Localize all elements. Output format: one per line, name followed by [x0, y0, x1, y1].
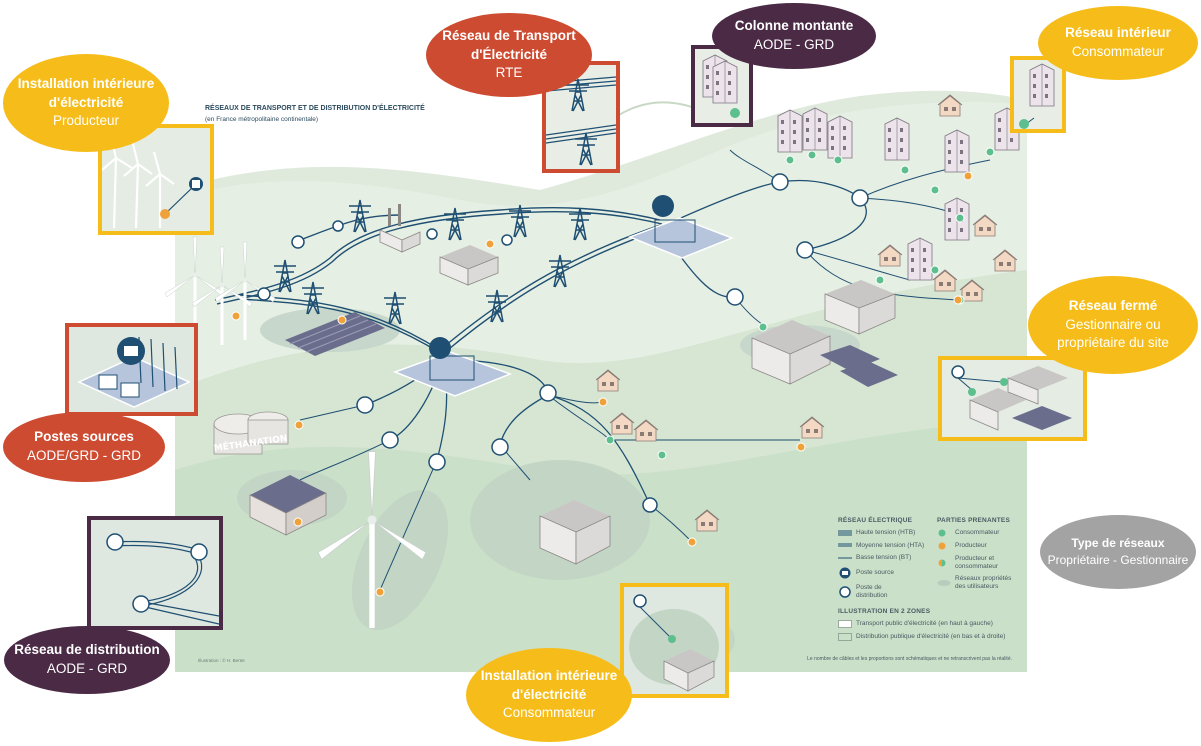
legend-hta-mid: Moyenne tension (HTA) [856, 541, 925, 549]
callout-producer: Installation intérieure d'électricité Pr… [3, 54, 169, 152]
legend-stakeholders-title: PARTIES PRENANTES [937, 517, 1010, 524]
poste-distribution-icon [839, 586, 851, 598]
high-voltage-swatch [838, 530, 852, 536]
producer-consumer-dot-icon [938, 559, 946, 567]
poste-source-icon [839, 567, 851, 579]
callout-riser: Colonne montante AODE - GRD [712, 3, 876, 69]
legend-poste-source: Poste source [856, 569, 894, 577]
detail-closed [938, 356, 1087, 441]
callout-consumer-title: Installation intérieure d'électricité [480, 668, 618, 702]
distribution-posts [257, 173, 869, 513]
legend-producer: Producteur [955, 541, 987, 549]
detail-producer [98, 124, 214, 235]
riser-building-icon [702, 54, 740, 118]
legend-bt-low: Basse tension (BT) [856, 554, 912, 562]
callout-interior: Réseau intérieur Consommateur [1038, 6, 1198, 80]
callout-distribution-title: Réseau de distribution [14, 642, 160, 658]
callout-source: Postes sources AODE/GRD - GRD [3, 412, 165, 482]
legend-user-networks: Réseaux propriétés des utilisateurs [955, 575, 1012, 591]
callout-types: Type de réseaux Propriétaire - Gestionna… [1040, 515, 1196, 589]
detail-consumer [620, 583, 729, 698]
consumer-site-icon [629, 594, 719, 692]
main-substation-left [392, 337, 513, 397]
consumer-dot-icon [938, 529, 946, 537]
legend-poste-distribution: Poste de distribution [856, 584, 888, 599]
legend-prod-consumer: Producteur et consommateur [955, 554, 998, 570]
callout-producer-title: Installation intérieure d'électricité [17, 76, 155, 110]
callout-consumer-subtitle: Consommateur [502, 705, 596, 721]
buildings [249, 94, 1020, 565]
solar-farm [285, 312, 385, 356]
low-voltage-lines [299, 149, 991, 591]
legend-network-title: RÉSEAU ÉLECTRIQUE [838, 517, 913, 524]
map-subtitle: (en France métropolitaine continentale) [205, 116, 318, 123]
legend-zone-transport: Transport public d'électricité (en haut … [856, 619, 993, 627]
callout-types-title: Type de réseaux [1071, 536, 1165, 551]
callout-consumer: Installation intérieure d'électricité Co… [466, 648, 632, 742]
callout-closed-subtitle: Gestionnaire ou propriétaire du site [1057, 316, 1169, 351]
map-title: RÉSEAUX DE TRANSPORT ET DE DISTRIBUTION … [205, 103, 425, 112]
legend-zones-title: ILLUSTRATION EN 2 ZONES [838, 607, 931, 615]
callout-source-title: Postes sources [34, 429, 134, 445]
detail-distribution [87, 516, 223, 630]
callout-interior-subtitle: Consommateur [1071, 44, 1165, 59]
legend-network: RÉSEAU ÉLECTRIQUE Haute tension (HTB) Mo… [838, 517, 1005, 646]
callout-closed-title: Réseau fermé [1068, 298, 1158, 314]
callout-types-subtitle: Propriétaire - Gestionnaire [1047, 553, 1189, 567]
producer-dots [160, 171, 973, 597]
callout-distribution-subtitle: AODE - GRD [46, 661, 128, 676]
producer-dot-icon [938, 542, 946, 550]
main-substation-right [627, 195, 735, 259]
interior-building-icon [1019, 63, 1055, 129]
callout-riser-title: Colonne montante [734, 18, 854, 34]
high-voltage-lines [214, 206, 665, 355]
legend-consumer: Consommateur [955, 528, 1000, 536]
callout-transport-subtitle: RTE [495, 65, 523, 81]
callout-source-subtitle: AODE/GRD - GRD [26, 448, 141, 463]
callout-transport-title: Réseau de Transport d'Électricité [442, 28, 576, 62]
detail-interior [1010, 56, 1066, 133]
map-footnote: Le nombre de câbles et les proportions s… [807, 656, 1012, 662]
legend-stakeholders: PARTIES PRENANTES Consommateur Producteu… [937, 517, 1025, 596]
closed-network-site-icon [951, 365, 1072, 431]
source-substation-icon [77, 336, 191, 408]
zone-distribution-swatch [838, 632, 852, 641]
callout-distribution: Réseau de distribution AODE - GRD [4, 626, 170, 694]
callout-transport: Réseau de Transport d'Électricité RTE [426, 13, 592, 97]
distribution-network-icon [106, 533, 219, 625]
callout-riser-subtitle: AODE - GRD [753, 37, 835, 52]
zone-transport-swatch [838, 619, 852, 628]
legend-zone-distribution: Distribution publique d'électricité (en … [856, 632, 1006, 640]
medium-voltage-swatch [838, 543, 852, 547]
low-voltage-swatch [838, 557, 852, 559]
map-credit: Illustration : © H. Bertet [198, 657, 245, 663]
detail-source [65, 323, 198, 416]
callout-closed: Réseau fermé Gestionnaire ou propriétair… [1028, 276, 1198, 374]
callout-producer-subtitle: Producteur [52, 113, 120, 129]
callout-interior-title: Réseau intérieur [1065, 25, 1171, 41]
user-networks-swatch [937, 580, 951, 587]
legend-hta-high: Haute tension (HTB) [856, 528, 916, 536]
